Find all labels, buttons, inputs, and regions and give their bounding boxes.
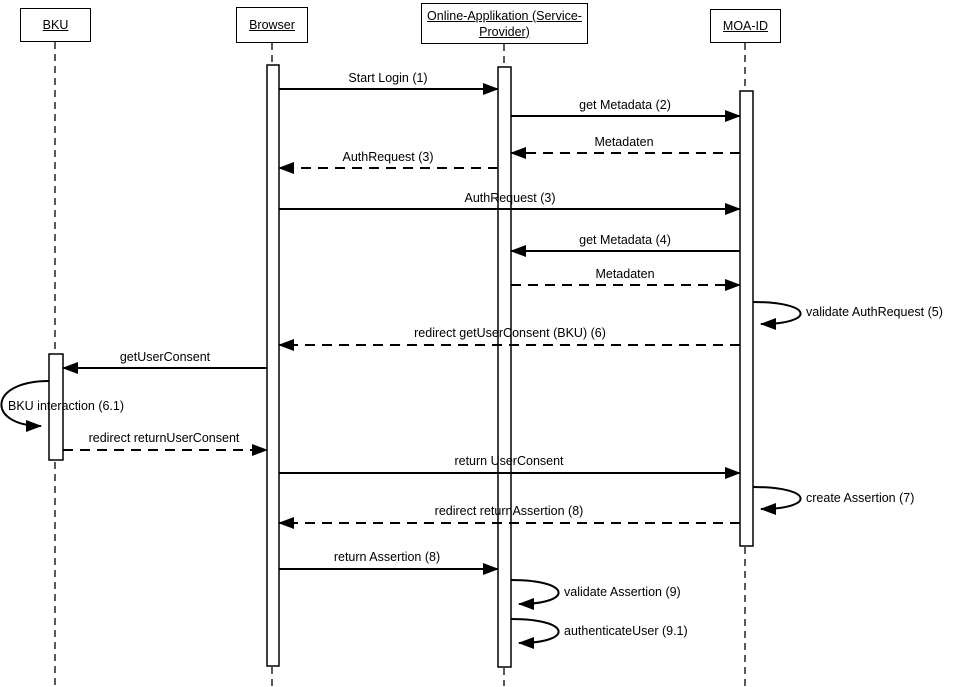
activation-bar-browser <box>266 64 280 667</box>
message-label-return-userconsent-10: return UserConsent <box>454 454 564 468</box>
actor-label-bku: BKU <box>42 18 69 32</box>
message-label-redirect-returnuserconsent-9: redirect returnUserConsent <box>89 431 240 445</box>
actor-online-applikation: Online-Applikation (Service-Provider) <box>421 3 588 44</box>
message-label-getuserconsent-8: getUserConsent <box>120 350 211 364</box>
actor-moa-id: MOA-ID <box>710 9 781 43</box>
activation-bar-online-applikation <box>497 66 512 668</box>
self-message-label-bku-interaction-6-1: BKU interaction (6.1) <box>8 399 124 413</box>
self-message-arrow-create-assertion-7 <box>752 486 802 515</box>
self-message-arrow-validate-assertion-9 <box>510 579 560 610</box>
self-message-label-validate-assertion-9: validate Assertion (9) <box>564 585 681 599</box>
message-label-metadaten-6: Metadaten <box>595 267 654 281</box>
self-message-label-validate-authrequest-5: validate AuthRequest (5) <box>806 305 943 319</box>
message-label-metadaten-2: Metadaten <box>594 135 653 149</box>
message-label-get-metadata-2-1: get Metadata (2) <box>579 98 671 112</box>
actor-label-browser: Browser <box>249 18 295 32</box>
message-label-authrequest-3-4: AuthRequest (3) <box>464 191 555 205</box>
actor-bku: BKU <box>20 8 91 42</box>
message-label-authrequest-3-3: AuthRequest (3) <box>342 150 433 164</box>
actor-browser: Browser <box>236 7 308 43</box>
actor-label-online-applikation-line-2: Provider) <box>479 24 530 39</box>
message-label-start-login-1-0: Start Login (1) <box>348 71 427 85</box>
activation-bar-moa-id <box>739 90 754 547</box>
message-label-redirect-getuserconsent-bku-6-7: redirect getUserConsent (BKU) (6) <box>414 326 606 340</box>
self-message-arrow-validate-authrequest-5 <box>752 301 802 330</box>
message-label-get-metadata-4-5: get Metadata (4) <box>579 233 671 247</box>
activation-bar-bku <box>48 353 64 461</box>
self-message-label-create-assertion-7: create Assertion (7) <box>806 491 914 505</box>
self-message-label-authenticateuser-9-1: authenticateUser (9.1) <box>564 624 688 638</box>
actor-label-online-applikation-line-1: Online-Applikation (Service- <box>427 8 582 23</box>
message-label-return-assertion-8-12: return Assertion (8) <box>334 550 440 564</box>
message-label-redirect-returnassertion-8-11: redirect returnAssertion (8) <box>435 504 584 518</box>
actor-label-moa-id: MOA-ID <box>722 19 769 33</box>
self-message-arrow-bku-interaction-6-1 <box>0 380 50 432</box>
self-message-arrow-authenticateuser-9-1 <box>510 618 560 649</box>
